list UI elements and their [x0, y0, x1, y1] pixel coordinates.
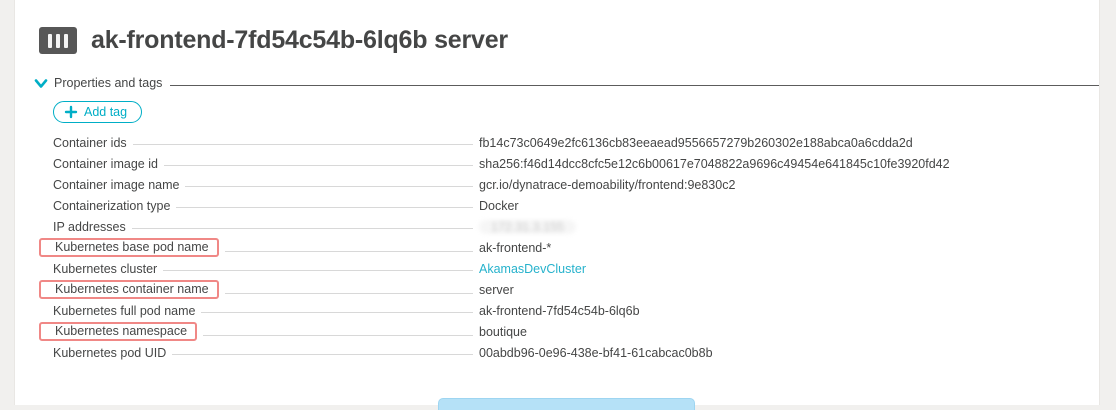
property-value[interactable]: AkamasDevCluster [479, 261, 586, 276]
property-label: Kubernetes cluster [53, 261, 158, 276]
property-value: 172.31.3.155 [479, 219, 576, 234]
property-value: ak-frontend-7fd54c54b-6lq6b [479, 303, 640, 318]
leader-line [172, 353, 473, 355]
add-tag-label: Add tag [84, 105, 128, 119]
leader-line [176, 206, 473, 208]
property-row: Container ids fb14c73c0649e2fc6136cb83ee… [53, 132, 1083, 153]
properties-list: Container ids fb14c73c0649e2fc6136cb83ee… [39, 132, 1083, 363]
property-label: Kubernetes container name [39, 280, 219, 299]
bottom-partial-button[interactable] [438, 398, 695, 410]
property-row: Kubernetes pod UID 00abdb96-0e96-438e-bf… [53, 342, 1083, 363]
property-row: Kubernetes cluster AkamasDevCluster [53, 258, 1083, 279]
leader-line [185, 185, 473, 187]
leader-line [201, 311, 473, 313]
property-row: Kubernetes full pod name ak-frontend-7fd… [53, 300, 1083, 321]
property-row: Container image name gcr.io/dynatrace-de… [53, 174, 1083, 195]
property-row: Kubernetes namespace boutique [39, 321, 1083, 342]
property-value: sha256:f46d14dcc8cfc5e12c6b00617e7048822… [479, 156, 950, 171]
property-value: server [479, 282, 514, 297]
leader-line [163, 269, 473, 271]
property-label: Container ids [53, 135, 127, 150]
container-icon [39, 27, 77, 54]
page-title: ak-frontend-7fd54c54b-6lq6b server [91, 26, 508, 54]
property-label: Kubernetes pod UID [53, 345, 167, 360]
property-value: fb14c73c0649e2fc6136cb83eeaead9556657279… [479, 135, 913, 150]
entity-detail-card: ak-frontend-7fd54c54b-6lq6b server Prope… [14, 0, 1100, 410]
leader-line [131, 227, 473, 229]
property-value: ak-frontend-* [479, 240, 552, 255]
leader-line [132, 143, 473, 145]
property-label: Container image name [53, 177, 180, 192]
plus-icon [64, 105, 78, 119]
page-header: ak-frontend-7fd54c54b-6lq6b server [39, 26, 1099, 55]
property-value: Docker [479, 198, 519, 213]
property-row: Container image id sha256:f46d14dcc8cfc5… [53, 153, 1083, 174]
properties-and-tags-section-toggle[interactable]: Properties and tags [34, 76, 1099, 90]
property-value: 00abdb96-0e96-438e-bf41-61cabcac0b8b [479, 345, 713, 360]
chevron-down-icon [34, 77, 48, 90]
property-row: IP addresses 172.31.3.155 [53, 216, 1083, 237]
property-row: Kubernetes base pod name ak-frontend-* [39, 237, 1083, 258]
property-value: gcr.io/dynatrace-demoability/frontend:9e… [479, 177, 736, 192]
property-label: Kubernetes namespace [39, 322, 198, 341]
leader-line [203, 335, 473, 336]
property-label: Container image id [53, 156, 158, 171]
property-label: Containerization type [53, 198, 171, 213]
property-label: Kubernetes base pod name [39, 238, 219, 257]
property-label: IP addresses [53, 219, 126, 234]
section-divider [170, 85, 1099, 86]
leader-line [163, 164, 473, 166]
section-title: Properties and tags [54, 76, 163, 90]
leader-line [224, 293, 473, 294]
property-value: boutique [479, 324, 527, 339]
leader-line [224, 251, 473, 252]
property-row: Kubernetes container name server [39, 279, 1083, 300]
property-row: Containerization type Docker [53, 195, 1083, 216]
add-tag-button[interactable]: Add tag [53, 101, 143, 123]
property-label: Kubernetes full pod name [53, 303, 196, 318]
